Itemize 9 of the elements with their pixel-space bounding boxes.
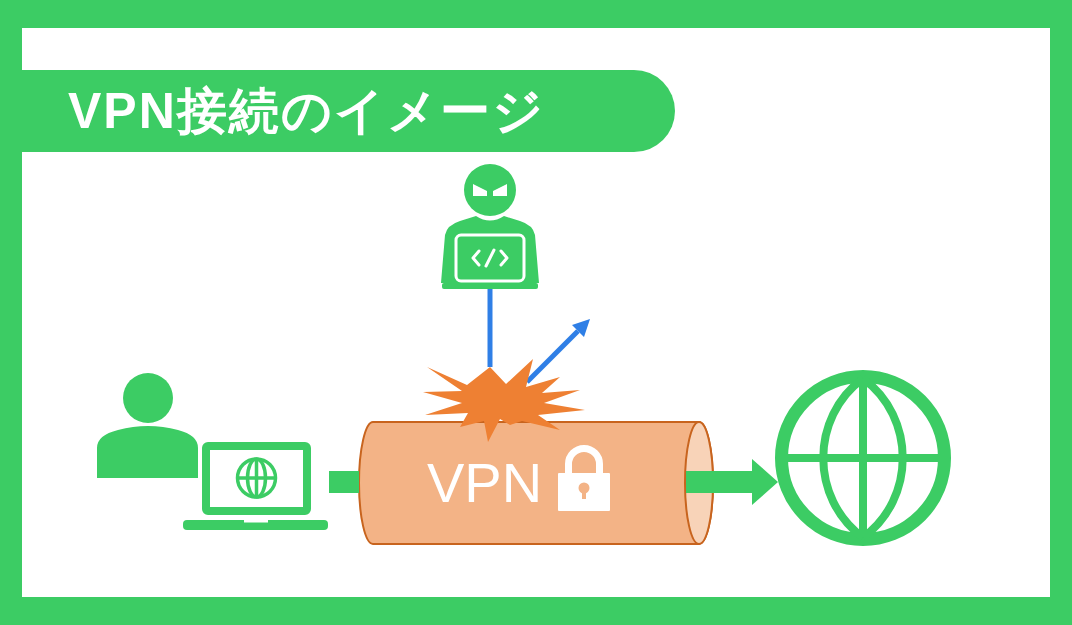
hacker-illustration	[438, 163, 542, 290]
tunnel-label: VPN	[427, 451, 543, 515]
globe-illustration	[775, 370, 951, 546]
title-banner: VPN接続のイメージ	[22, 70, 675, 152]
arrow	[686, 459, 778, 505]
connector-line	[329, 471, 359, 493]
arrow	[525, 319, 590, 384]
user-laptop-illustration	[96, 372, 329, 531]
connector-line	[487, 289, 493, 367]
